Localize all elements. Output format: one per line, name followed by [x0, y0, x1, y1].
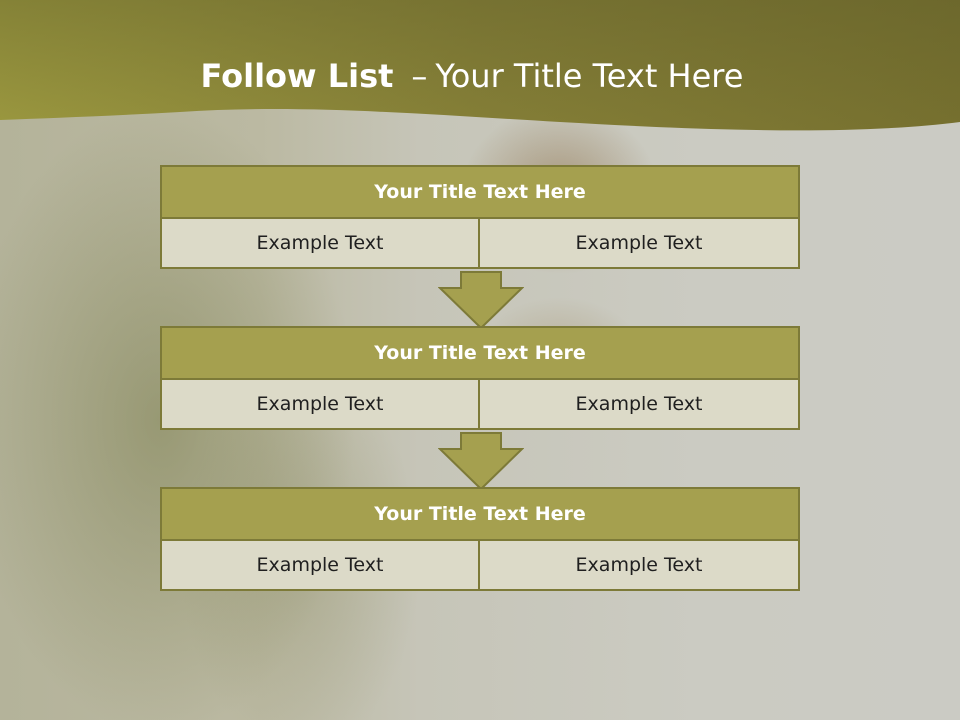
step-title: Your Title Text Here	[160, 487, 800, 541]
step-row: Example Text Example Text	[160, 380, 800, 430]
step-cell-left: Example Text	[160, 541, 480, 591]
step-title: Your Title Text Here	[160, 165, 800, 219]
step-block-1: Your Title Text Here Example Text Exampl…	[160, 165, 800, 269]
step-row: Example Text Example Text	[160, 541, 800, 591]
step-cell-right: Example Text	[480, 380, 800, 430]
step-block-2: Your Title Text Here Example Text Exampl…	[160, 326, 800, 430]
down-arrow-icon	[438, 432, 524, 490]
step-row: Example Text Example Text	[160, 219, 800, 269]
title-rest: Your Title Text Here	[435, 57, 744, 95]
header-banner	[0, 0, 960, 131]
step-block-3: Your Title Text Here Example Text Exampl…	[160, 487, 800, 591]
step-cell-right: Example Text	[480, 541, 800, 591]
step-cell-left: Example Text	[160, 219, 480, 269]
title-lead: Follow List	[200, 57, 394, 95]
page-title: Follow List–Your Title Text Here	[0, 54, 944, 98]
step-cell-left: Example Text	[160, 380, 480, 430]
step-cell-right: Example Text	[480, 219, 800, 269]
step-title: Your Title Text Here	[160, 326, 800, 380]
title-dash: –	[411, 57, 428, 95]
down-arrow-icon	[438, 271, 524, 329]
